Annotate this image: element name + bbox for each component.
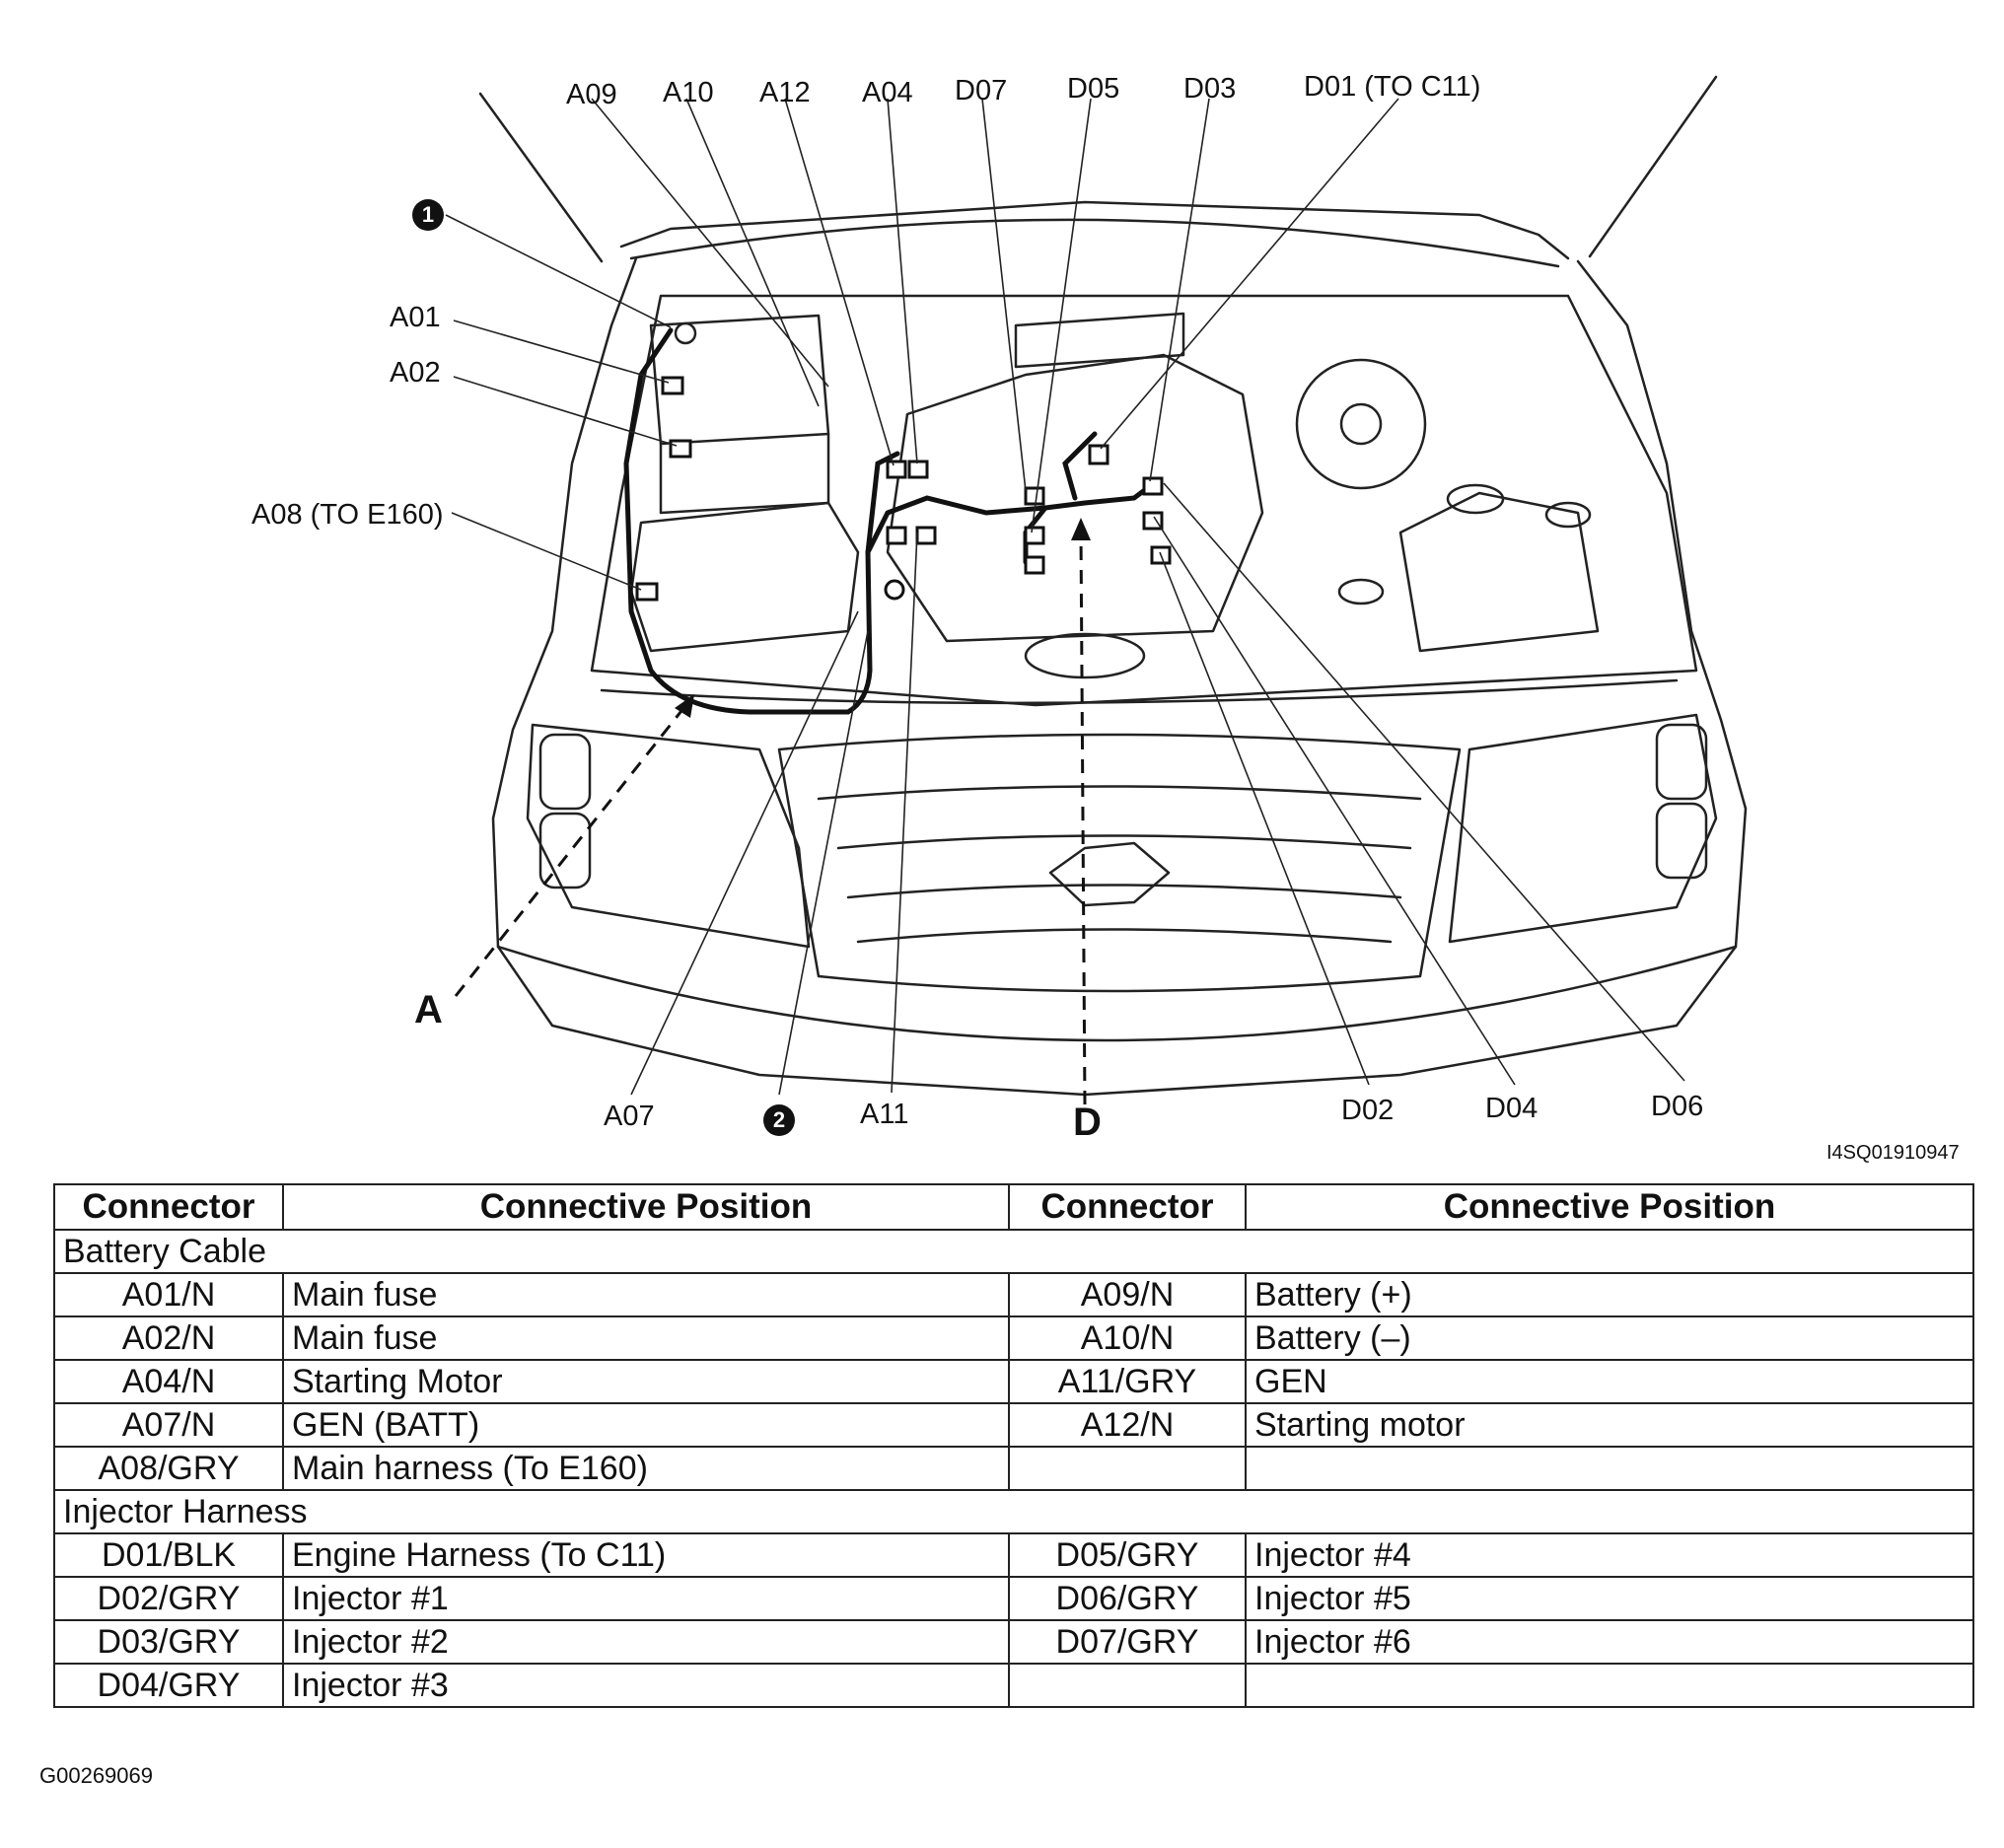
- position-cell: Main fuse: [282, 1272, 1010, 1317]
- label-a02: A02: [390, 357, 441, 389]
- label-d06: D06: [1651, 1091, 1704, 1122]
- position-cell: GEN (BATT): [282, 1402, 1010, 1448]
- callout-1-icon: 1: [412, 199, 444, 231]
- position-cell: Main harness (To E160): [282, 1446, 1010, 1491]
- engine-bay-diagram: A09 A10 A12 A04 D07 D05 D03 D01 (TO C11)…: [251, 71, 1748, 1144]
- section-title: Battery Cable: [53, 1229, 1974, 1274]
- label-a07: A07: [604, 1101, 655, 1132]
- connector-cell: A10/N: [1008, 1315, 1247, 1361]
- section-row: Battery Cable: [53, 1229, 1974, 1274]
- label-d04: D04: [1485, 1093, 1539, 1124]
- label-a08: A08 (TO E160): [251, 499, 444, 531]
- position-cell: Injector #5: [1245, 1576, 1974, 1621]
- connector-cell: D01/BLK: [53, 1532, 284, 1578]
- section-title: Injector Harness: [53, 1489, 1974, 1534]
- position-cell: [1245, 1446, 1974, 1491]
- label-d01: D01 (TO C11): [1304, 71, 1481, 103]
- header-connective-position: Connective Position: [282, 1183, 1010, 1231]
- label-a09: A09: [566, 79, 617, 110]
- table-header-row: Connector Connective Position Connector …: [53, 1183, 1974, 1231]
- header-connector: Connector: [1008, 1183, 1247, 1231]
- connector-cell: D04/GRY: [53, 1663, 284, 1708]
- connector-cell: D07/GRY: [1008, 1619, 1247, 1665]
- connector-cell: A11/GRY: [1008, 1359, 1247, 1404]
- label-a10: A10: [663, 77, 714, 108]
- position-cell: Battery (+): [1245, 1272, 1974, 1317]
- position-cell: Starting Motor: [282, 1359, 1010, 1404]
- connector-cell: [1008, 1446, 1247, 1491]
- connector-cell: D02/GRY: [53, 1576, 284, 1621]
- connector-cell: A02/N: [53, 1315, 284, 1361]
- label-d07: D07: [955, 75, 1008, 107]
- section-row: Injector Harness: [53, 1489, 1974, 1534]
- position-cell: Injector #2: [282, 1619, 1010, 1665]
- label-a12: A12: [759, 77, 811, 108]
- connector-cell: A07/N: [53, 1402, 284, 1448]
- label-a11: A11: [860, 1099, 909, 1130]
- position-cell: Injector #4: [1245, 1532, 1974, 1578]
- position-cell: Injector #3: [282, 1663, 1010, 1708]
- connector-cell: D03/GRY: [53, 1619, 284, 1665]
- header-connector: Connector: [53, 1183, 284, 1231]
- view-label-a: A: [414, 988, 443, 1031]
- label-d03: D03: [1183, 73, 1237, 105]
- position-cell: Battery (–): [1245, 1315, 1974, 1361]
- vehicle-front-drawing: [445, 75, 1748, 1105]
- view-label-d: D: [1073, 1101, 1102, 1144]
- position-cell: Injector #1: [282, 1576, 1010, 1621]
- connector-cell: D05/GRY: [1008, 1532, 1247, 1578]
- position-cell: [1245, 1663, 1974, 1708]
- header-connective-position: Connective Position: [1245, 1183, 1974, 1231]
- position-cell: Main fuse: [282, 1315, 1010, 1361]
- connector-cell: [1008, 1663, 1247, 1708]
- label-a04: A04: [862, 77, 913, 108]
- position-cell: GEN: [1245, 1359, 1974, 1404]
- position-cell: Injector #6: [1245, 1619, 1974, 1665]
- position-cell: Engine Harness (To C11): [282, 1532, 1010, 1578]
- figure-code: I4SQ01910947: [1826, 1142, 1960, 1164]
- connector-cell: A01/N: [53, 1272, 284, 1317]
- connector-cell: A04/N: [53, 1359, 284, 1404]
- label-d05: D05: [1067, 73, 1120, 105]
- label-a01: A01: [390, 302, 441, 333]
- connector-table: Connector Connective Position Connector …: [53, 1183, 1974, 1708]
- connector-cell: D06/GRY: [1008, 1576, 1247, 1621]
- connector-cell: A09/N: [1008, 1272, 1247, 1317]
- footer-code: G00269069: [39, 1763, 153, 1788]
- connector-cell: A08/GRY: [53, 1446, 284, 1491]
- callout-2-icon: 2: [763, 1104, 795, 1136]
- connector-cell: A12/N: [1008, 1402, 1247, 1448]
- label-d02: D02: [1341, 1095, 1395, 1126]
- position-cell: Starting motor: [1245, 1402, 1974, 1448]
